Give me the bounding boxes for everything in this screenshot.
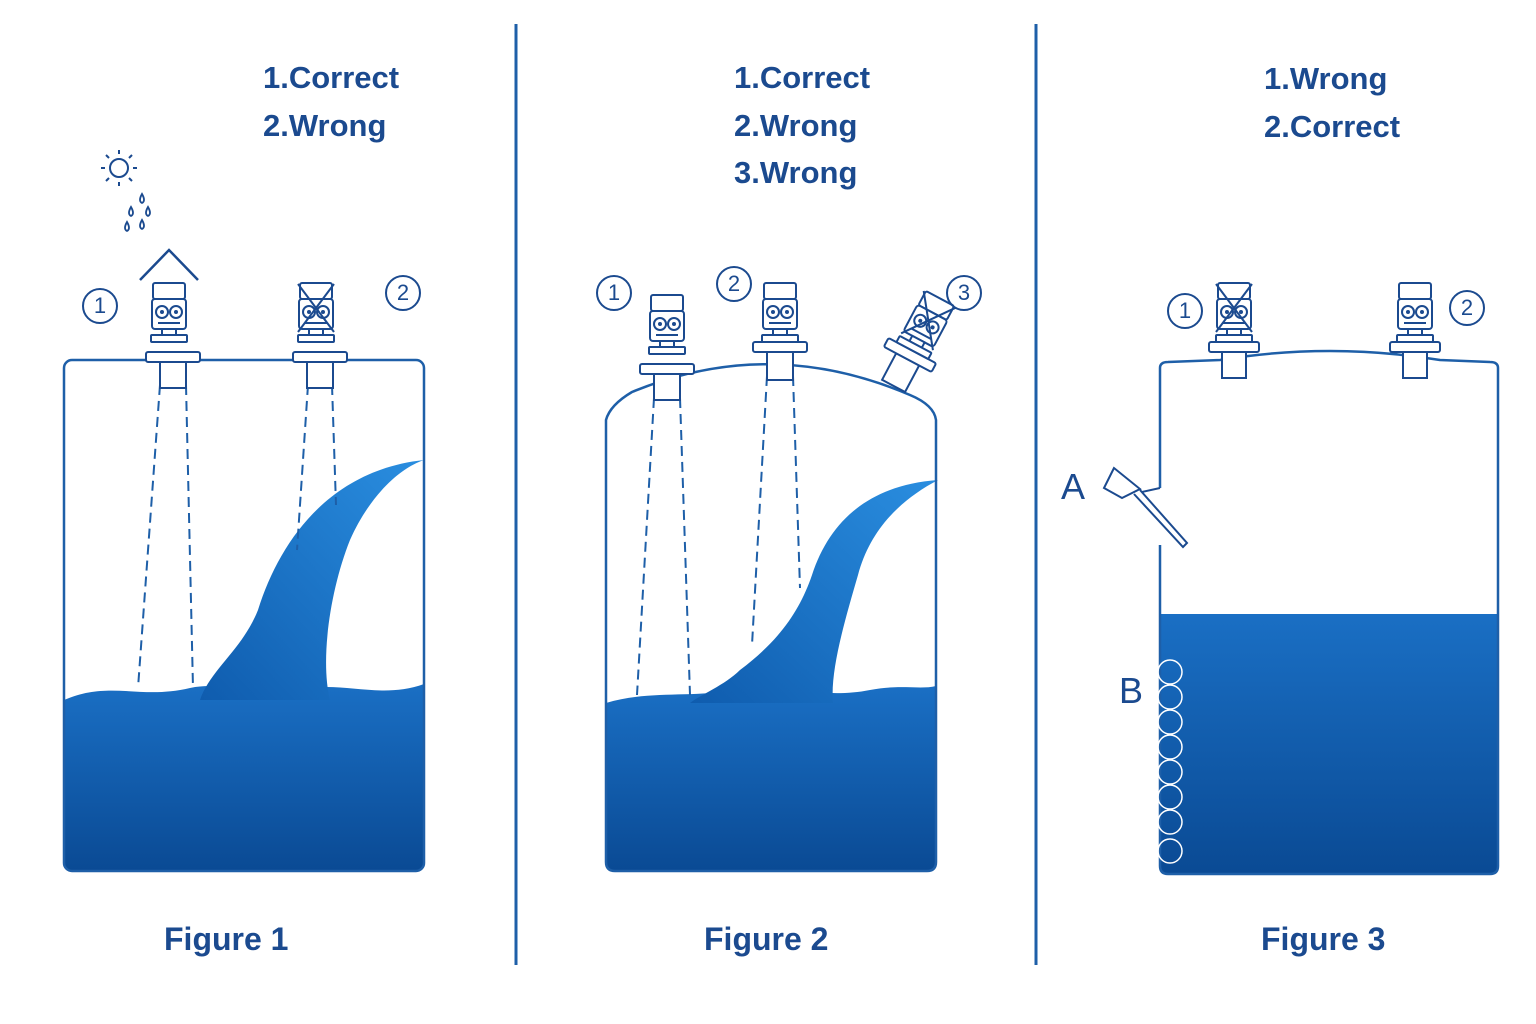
figure-2-note-1: 1.Correct	[734, 60, 871, 95]
figure-1-sensor-2	[292, 282, 348, 551]
sun-icon	[101, 150, 137, 186]
figure-3-sensor-2	[1389, 282, 1441, 379]
sunshade-roof-icon	[139, 248, 199, 281]
beam-cone-2	[296, 384, 337, 551]
figure-2-sensor-1	[636, 294, 695, 696]
figure-2-note-2: 2.Wrong	[734, 108, 858, 143]
figure-3-caption: Figure 3	[1261, 921, 1386, 957]
beam-cone-1	[137, 384, 194, 689]
figure-3-marker-1: 1	[1167, 293, 1203, 329]
beam-cone-1	[636, 397, 691, 696]
figure-1-marker-1: 1	[82, 288, 118, 324]
beam-cone-2	[751, 375, 801, 646]
figure-1-sensor-1	[137, 248, 201, 689]
figure-3-note-1: 1.Wrong	[1264, 61, 1388, 96]
label-b: B	[1119, 670, 1144, 711]
figure-1-note-2: 2.Wrong	[263, 108, 387, 143]
figure-1-note-1: 1.Correct	[263, 60, 400, 95]
figure-2-caption: Figure 2	[704, 921, 829, 957]
figure-3-note-2: 2.Correct	[1264, 109, 1401, 144]
inflow-stream	[690, 480, 938, 703]
raindrops-icon	[124, 192, 151, 233]
figure-1-marker-2: 2	[385, 275, 421, 311]
figure-1-caption: Figure 1	[164, 921, 289, 957]
figure-2-marker-2: 2	[716, 266, 752, 302]
inflow-stream	[200, 460, 424, 700]
figure-3-marker-2: 2	[1449, 290, 1485, 326]
wall-coil-b	[1157, 659, 1183, 864]
figure-3-sensor-1	[1208, 282, 1260, 379]
figure-1-tank	[62, 358, 426, 873]
figure-2-tank	[604, 363, 938, 873]
figure-2-marker-1: 1	[596, 275, 632, 311]
side-mounted-sensor-a	[1102, 466, 1189, 549]
label-a: A	[1061, 466, 1086, 507]
figure-2-sensor-3	[880, 289, 957, 394]
figure-2-marker-3: 3	[946, 275, 982, 311]
figure-2-note-3: 3.Wrong	[734, 155, 858, 190]
figure-2-sensor-2	[751, 282, 808, 646]
figure-3-tank	[1158, 349, 1500, 876]
